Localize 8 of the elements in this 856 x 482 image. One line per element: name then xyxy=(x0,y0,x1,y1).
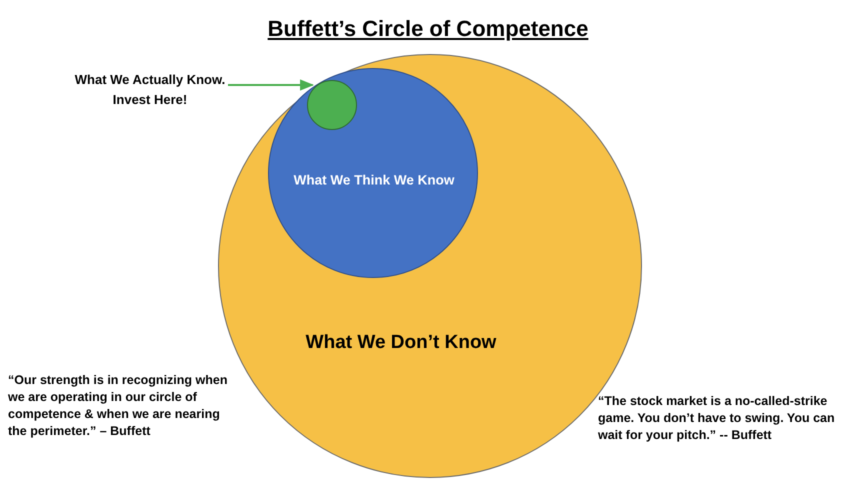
quote-text: “The stock market is a no-called-strike game. You don’t have to swing. You can wait for your pitch.” -- Buffett xyxy=(598,393,836,444)
arrow xyxy=(228,79,314,91)
circle-label: What We Think We Know xyxy=(294,172,454,188)
quote-text: “Our strength is in recognizing when we are operating in our circle of competence & when we are nearing the perimeter.” – Buffett xyxy=(8,372,228,440)
circle-label: What We Don’t Know xyxy=(306,332,496,354)
callout-text: What We Actually Know. Invest Here! xyxy=(60,70,240,114)
inner-circle xyxy=(307,80,357,130)
title: Buffett’s Circle of Competence xyxy=(266,16,590,42)
